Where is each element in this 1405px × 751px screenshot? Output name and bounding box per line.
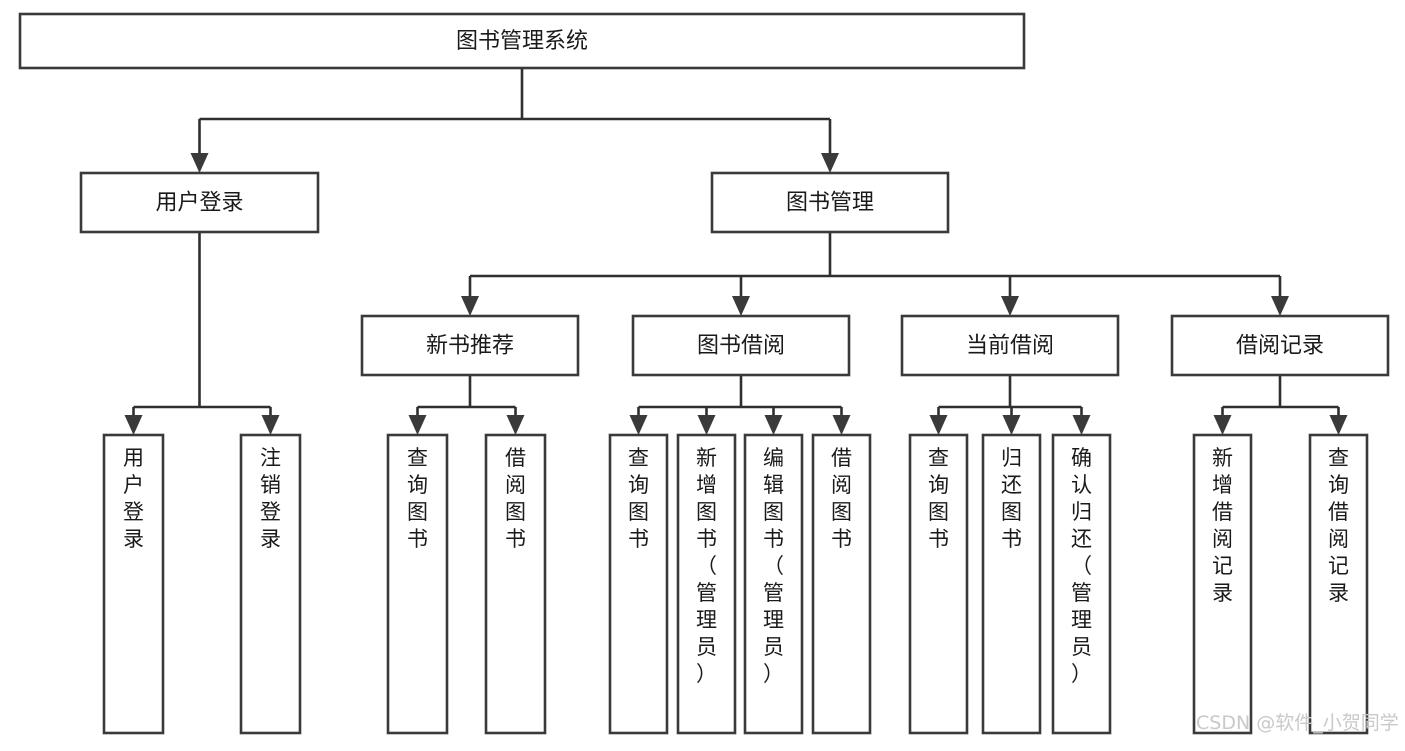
- node-box-borrow-record: [1170, 314, 1390, 377]
- arrow-head-icon: [461, 296, 479, 316]
- node-leaf-borrow-book-rec[interactable]: 借阅图书: [484, 433, 547, 735]
- node-label-leaf-borrow-book-rec: 借阅图书: [505, 446, 526, 551]
- node-box-leaf-query-book-borrow: [608, 433, 669, 735]
- node-label-leaf-return-book: 归还图书: [1001, 446, 1022, 551]
- node-box-leaf-logout: [239, 433, 302, 735]
- node-box-leaf-return-book: [981, 433, 1042, 735]
- node-label-book-borrow: 图书借阅: [697, 334, 785, 359]
- arrow-head-icon: [832, 415, 851, 435]
- node-box-new-book-recommend: [360, 314, 580, 377]
- node-box-leaf-edit-book: [743, 433, 804, 735]
- node-book-management[interactable]: 图书管理: [710, 171, 950, 234]
- node-label-new-book-recommend: 新书推荐: [426, 334, 514, 359]
- node-box-leaf-user-login: [102, 433, 165, 735]
- node-leaf-add-record[interactable]: 新增借阅记录: [1192, 433, 1253, 735]
- arrow-head-icon: [261, 415, 280, 435]
- node-leaf-query-book-rec[interactable]: 查询图书: [386, 433, 449, 735]
- node-borrow-record[interactable]: 借阅记录: [1170, 314, 1390, 377]
- node-label-leaf-add-record: 新增借阅记录: [1212, 446, 1233, 605]
- node-layer: 图书管理系统用户登录图书管理新书推荐图书借阅当前借阅借阅记录用户登录注销登录查询…: [18, 12, 1390, 735]
- node-label-user-login: 用户登录: [155, 191, 243, 216]
- node-label-leaf-query-book-borrow: 查询图书: [628, 446, 649, 551]
- arrow-head-icon: [1072, 415, 1091, 435]
- csdn-watermark: CSDN @软件_小贺同学: [1196, 712, 1399, 734]
- node-new-book-recommend[interactable]: 新书推荐: [360, 314, 580, 377]
- arrow-head-icon: [1213, 415, 1232, 435]
- node-box-book-borrow: [631, 314, 851, 377]
- node-label-current-borrow: 当前借阅: [966, 334, 1054, 359]
- node-label-leaf-add-book: 新增图书（管理员）: [696, 446, 717, 686]
- node-label-leaf-query-record: 查询借阅记录: [1328, 446, 1349, 605]
- node-box-leaf-borrow-book-rec: [484, 433, 547, 735]
- arrow-head-icon: [697, 415, 716, 435]
- node-box-leaf-add-book: [676, 433, 737, 735]
- node-label-leaf-borrow-book: 借阅图书: [831, 446, 852, 551]
- node-leaf-user-login[interactable]: 用户登录: [102, 433, 165, 735]
- node-label-leaf-edit-book: 编辑图书（管理员）: [763, 446, 784, 686]
- node-label-leaf-query-book-rec: 查询图书: [407, 446, 428, 551]
- node-leaf-query-book-borrow[interactable]: 查询图书: [608, 433, 669, 735]
- arrow-head-icon: [629, 415, 648, 435]
- node-leaf-add-book[interactable]: 新增图书（管理员）: [676, 433, 737, 735]
- node-box-user-login: [79, 171, 320, 234]
- arrow-head-icon: [732, 296, 750, 316]
- connector-layer: [124, 68, 1348, 435]
- arrow-head-icon: [1271, 296, 1289, 316]
- node-box-book-management: [710, 171, 950, 234]
- node-box-root: [18, 12, 1026, 70]
- arrow-head-icon: [124, 415, 143, 435]
- node-box-leaf-query-book-rec: [386, 433, 449, 735]
- arrow-head-icon: [821, 153, 839, 173]
- arrow-head-icon: [1001, 296, 1019, 316]
- node-label-leaf-query-book-cur: 查询图书: [928, 446, 949, 551]
- node-book-borrow[interactable]: 图书借阅: [631, 314, 851, 377]
- node-box-leaf-confirm-return: [1051, 433, 1112, 735]
- node-label-leaf-confirm-return: 确认归还（管理员）: [1071, 446, 1092, 686]
- node-user-login[interactable]: 用户登录: [79, 171, 320, 234]
- node-label-leaf-logout: 注销登录: [260, 446, 281, 551]
- node-leaf-borrow-book[interactable]: 借阅图书: [811, 433, 872, 735]
- node-leaf-return-book[interactable]: 归还图书: [981, 433, 1042, 735]
- node-root[interactable]: 图书管理系统: [18, 12, 1026, 70]
- node-label-leaf-user-login: 用户登录: [123, 446, 144, 551]
- node-label-borrow-record: 借阅记录: [1236, 334, 1324, 359]
- arrow-head-icon: [1329, 415, 1348, 435]
- node-current-borrow[interactable]: 当前借阅: [900, 314, 1120, 377]
- arrow-head-icon: [1002, 415, 1021, 435]
- arrow-head-icon: [190, 153, 209, 173]
- arrow-head-icon: [408, 415, 427, 435]
- arrow-head-icon: [506, 415, 525, 435]
- arrow-head-icon: [764, 415, 783, 435]
- node-label-root: 图书管理系统: [456, 29, 588, 54]
- node-leaf-confirm-return[interactable]: 确认归还（管理员）: [1051, 433, 1112, 735]
- node-label-book-management: 图书管理: [786, 191, 874, 216]
- node-leaf-edit-book[interactable]: 编辑图书（管理员）: [743, 433, 804, 735]
- node-box-leaf-add-record: [1192, 433, 1253, 735]
- node-leaf-query-record[interactable]: 查询借阅记录: [1308, 433, 1369, 735]
- arrow-head-icon: [929, 415, 948, 435]
- node-box-current-borrow: [900, 314, 1120, 377]
- node-leaf-query-book-cur[interactable]: 查询图书: [908, 433, 969, 735]
- node-leaf-logout[interactable]: 注销登录: [239, 433, 302, 735]
- node-box-leaf-query-book-cur: [908, 433, 969, 735]
- node-box-leaf-query-record: [1308, 433, 1369, 735]
- node-box-leaf-borrow-book: [811, 433, 872, 735]
